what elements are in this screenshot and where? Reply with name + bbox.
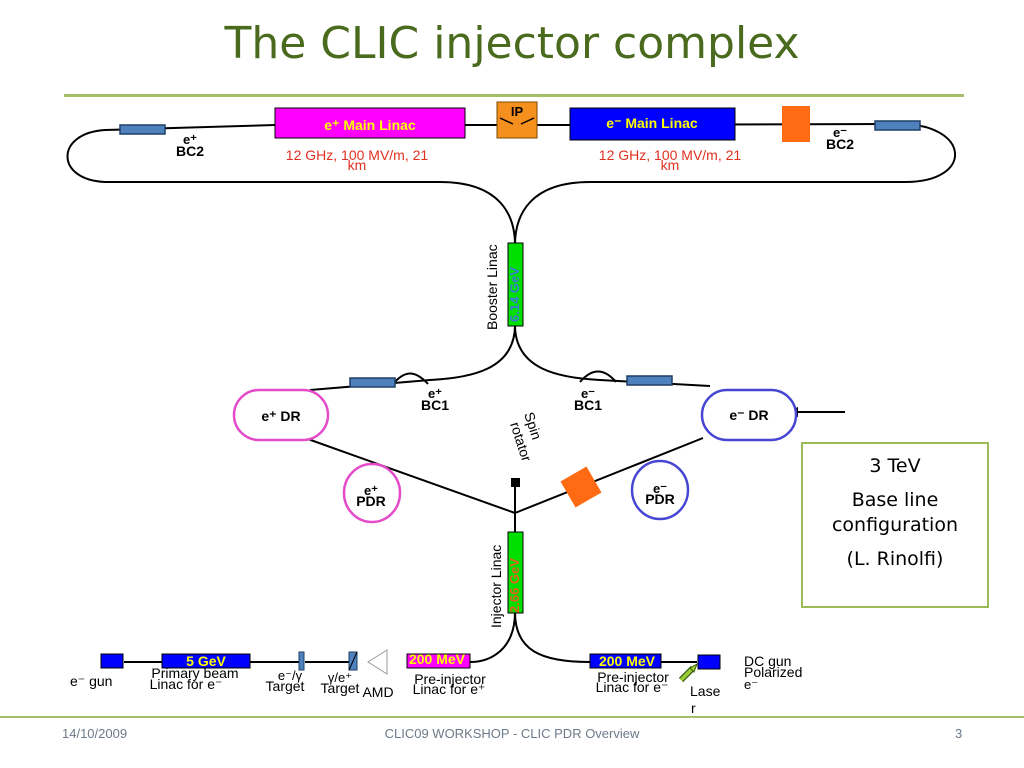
electron-damping-ring (700, 388, 798, 442)
booster-linac-label: Booster Linac (484, 244, 500, 330)
primary-beam-label-1: Primary beam (151, 665, 238, 681)
right-top-loop (514, 122, 957, 246)
bc2-right-magnet (874, 120, 921, 131)
electron-main-linac (569, 107, 736, 141)
positron-main-linac (274, 107, 466, 139)
pre-injector-left-label-1: Pre-injector (414, 671, 486, 687)
main-linac-params-left-km: km (348, 157, 367, 173)
injector-linac (507, 531, 524, 614)
energy-5gev-label: 5 GeV (186, 653, 226, 669)
positron-pre-damping-ring (342, 462, 402, 524)
bc1-left-label: BC1 (421, 397, 449, 413)
bc1-left-species: e⁺ (428, 386, 442, 401)
positron-pdr-species: e⁺ (364, 483, 378, 498)
booster-energy-label: 6.14 GeV (507, 267, 522, 322)
target-1 (298, 651, 305, 671)
electron-dr-label: e⁻ DR (729, 407, 768, 423)
electron-pdr-species: e⁻ (653, 481, 667, 496)
spin-rotator-marker (511, 478, 520, 487)
dc-gun (697, 654, 721, 670)
booster-linac (507, 242, 524, 327)
laser-label-1: Lase (690, 683, 721, 699)
main-linac-params-right-km: km (661, 157, 680, 173)
positron-pre-injector (406, 653, 471, 669)
positron-dr-label: e⁺ DR (261, 408, 300, 424)
configuration-note: 3 TeV Base line configuration (L. Rinolf… (801, 442, 989, 608)
bc2-left-label: BC2 (176, 143, 204, 159)
footer-divider (0, 716, 1024, 718)
target-1-species: e⁻/γ (278, 668, 303, 683)
orange-element-middle (560, 466, 602, 508)
primary-beam-linac (161, 653, 251, 669)
pre-injector-left-label-2: Linac for e⁺ (413, 681, 486, 697)
laser-label-2: r (691, 700, 696, 716)
energy-200-left-label: 200 MeV (409, 651, 466, 667)
positron-damping-ring (232, 388, 330, 442)
target-1-label: Target (266, 678, 305, 694)
ip-label: IP (511, 104, 524, 119)
electron-pre-injector (589, 653, 662, 669)
bc2-right-species: e⁻ (833, 125, 847, 140)
note-configuration: configuration (831, 514, 959, 537)
pre-injector-right-label-1: Pre-injector (597, 669, 669, 685)
bc1-right-label: BC1 (574, 397, 602, 413)
bc2-left-species: e⁺ (183, 132, 197, 147)
electron-main-linac-label: e⁻ Main Linac (606, 115, 698, 131)
note-baseline: Base line (851, 488, 939, 511)
bc1-left-magnet (349, 377, 396, 388)
bc2-left-magnet (119, 124, 166, 135)
electron-gun-label: e⁻ gun (70, 673, 112, 689)
injector-linac-label: Injector Linac (488, 545, 504, 628)
target-2-label: Target (321, 680, 360, 696)
note-author: (L. Rinolfi) (846, 547, 944, 570)
target-2-species: γ/e⁺ (328, 670, 352, 685)
amd-funnel (367, 649, 388, 675)
orange-element-top (782, 106, 810, 142)
note-energy: 3 TeV (869, 455, 921, 477)
dc-gun-label: DC gun (744, 653, 791, 669)
primary-beam-label-2: Linac for e⁻ (150, 676, 223, 692)
polarized-label: Polarized (744, 664, 802, 680)
injector-energy-label: 2.66 GeV (507, 558, 522, 613)
energy-200-right-label: 200 MeV (599, 653, 656, 669)
footer-title: CLIC09 WORKSHOP - CLIC PDR Overview (384, 726, 640, 741)
electron-pdr-label: PDR (645, 491, 675, 507)
bc2-right-label: BC2 (826, 136, 854, 152)
footer-page-number: 3 (955, 726, 963, 741)
page-title: The CLIC injector complex (224, 18, 800, 69)
amd-label: AMD (362, 684, 393, 700)
left-top-loop (66, 124, 516, 246)
positron-pdr-label: PDR (356, 493, 386, 509)
polarized-species: e⁻ (744, 677, 758, 692)
electron-pre-damping-ring (630, 459, 690, 521)
bc1-right-species: e⁻ (581, 386, 595, 401)
laser-arrow (689, 662, 698, 673)
bc1-right-magnet (626, 375, 673, 386)
pre-injector-right-label-2: Linac for e⁻ (596, 679, 669, 695)
title-divider (64, 94, 964, 97)
injector-diagram: e⁺ Main Linac e⁻ Main Linac IP 12 GHz, 1… (66, 101, 957, 716)
main-linac-params-left: 12 GHz, 100 MV/m, 21 (286, 147, 429, 163)
electron-gun (100, 653, 124, 669)
main-linac-params-right: 12 GHz, 100 MV/m, 21 (599, 147, 742, 163)
footer-date: 14/10/2009 (62, 726, 128, 741)
positron-main-linac-label: e⁺ Main Linac (324, 117, 416, 133)
